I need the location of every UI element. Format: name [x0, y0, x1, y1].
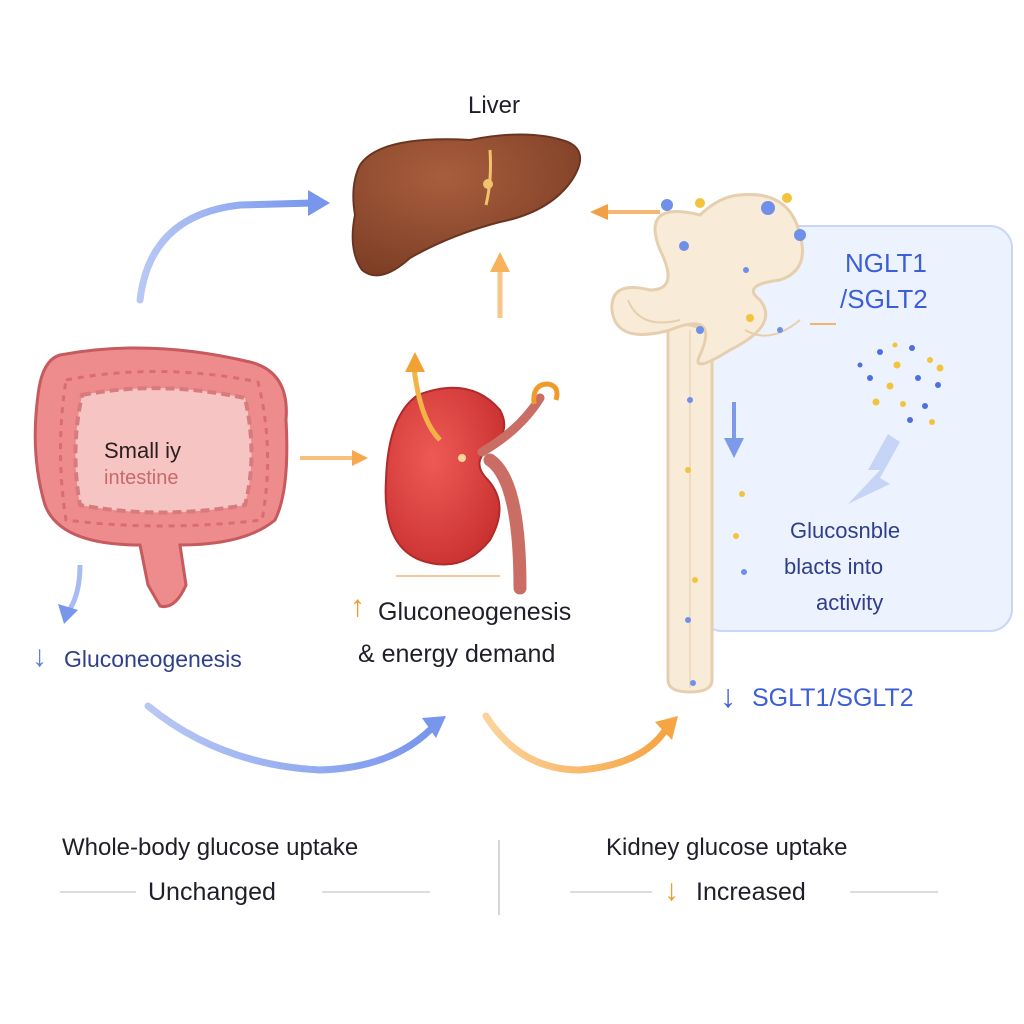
arrow-bottom-orange: [482, 712, 668, 774]
kidney-up-arrow: ↑: [350, 590, 365, 623]
panel-title-line1: NGLT1: [845, 248, 927, 278]
summary-left-title: Whole-body glucose uptake: [62, 834, 359, 861]
label-small-intestine-line1: Small iy: [104, 438, 182, 463]
arrow-bottom-orange-head: [655, 716, 678, 740]
summary-right-arrow: ↓: [664, 874, 679, 907]
left-down-arrow: ↓: [32, 640, 47, 673]
arrow-kidney-to-liver-head: [490, 252, 510, 272]
label-kidney-gluconeogenesis: Gluconeogenesis: [378, 598, 572, 626]
summary-right-value: Increased: [696, 878, 806, 906]
arrow-intestine-down: [65, 564, 83, 614]
panel-text-line2: blacts into: [784, 554, 884, 579]
sglt-down-arrow: ↓: [720, 678, 736, 714]
arrow-intestine-to-liver: [136, 199, 316, 304]
panel-text-line3: activity: [816, 590, 884, 615]
label-left-gluconeogenesis: Gluconeogenesis: [64, 646, 242, 672]
label-kidney-energy-demand: & energy demand: [358, 640, 556, 668]
arrow-intestine-to-liver-head: [308, 190, 330, 216]
arrow-intestine-down-head: [58, 604, 78, 624]
kidney-illustration: [384, 352, 560, 595]
summary-right-title: Kidney glucose uptake: [606, 834, 848, 861]
panel-down-arrow: [848, 434, 900, 504]
liver-illustration: [351, 133, 581, 277]
arrow-bottom-blue-head: [422, 716, 446, 738]
panel-text-line1: Glucosnble: [790, 518, 901, 543]
arrow-intestine-to-kidney-head: [352, 450, 368, 466]
nephron-illustration: [610, 193, 836, 694]
label-liver: Liver: [468, 92, 521, 119]
label-small-intestine-line2: intestine: [104, 467, 179, 489]
panel-title-line2: /SGLT2: [840, 284, 928, 314]
small-intestine-illustration: [33, 346, 289, 609]
arrow-nephron-to-liver-head: [590, 204, 608, 220]
glucose-dots: [857, 342, 944, 425]
arrow-bottom-blue: [144, 702, 434, 774]
label-sglt: SGLT1/SGLT2: [752, 684, 914, 712]
summary-left-value: Unchanged: [148, 878, 276, 906]
